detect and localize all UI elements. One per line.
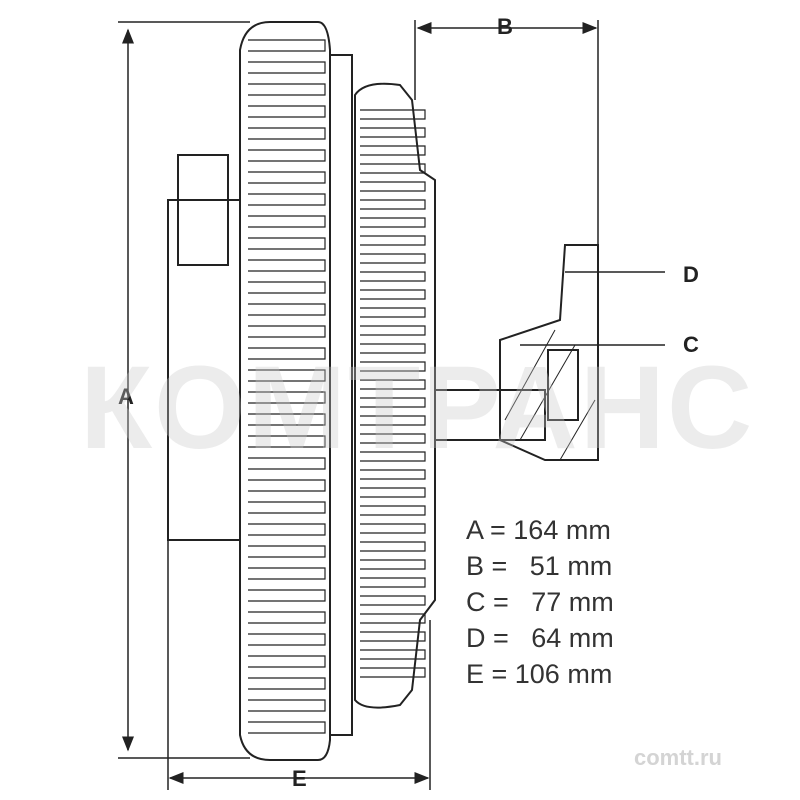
fin xyxy=(360,577,426,588)
fin xyxy=(248,523,326,536)
fin xyxy=(248,193,326,206)
fin xyxy=(360,451,426,462)
fin xyxy=(360,433,426,444)
fin xyxy=(248,633,326,646)
fin xyxy=(360,613,426,624)
fin xyxy=(248,413,326,426)
fin xyxy=(248,391,326,404)
spec-a: A = 164 mm xyxy=(466,515,611,545)
fin xyxy=(248,347,326,360)
fin xyxy=(248,325,326,338)
label-a: A xyxy=(118,384,134,409)
plate xyxy=(329,54,353,736)
spec-b: B = 51 mm xyxy=(466,551,613,581)
dimension-lines xyxy=(118,20,665,790)
fin xyxy=(248,171,326,184)
fin xyxy=(248,699,326,712)
fin xyxy=(360,127,426,138)
label-c: C xyxy=(683,332,699,357)
fin xyxy=(248,303,326,316)
fin xyxy=(248,39,326,52)
fin xyxy=(248,567,326,580)
fin xyxy=(360,415,426,426)
fin xyxy=(360,289,426,300)
fin xyxy=(248,721,326,734)
fin xyxy=(360,181,426,192)
fin xyxy=(360,541,426,552)
fin xyxy=(248,215,326,228)
fin xyxy=(248,83,326,96)
spec-e: E = 106 mm xyxy=(466,659,613,689)
fin xyxy=(248,435,326,448)
spec-d: D = 64 mm xyxy=(466,623,614,653)
fin xyxy=(360,379,426,390)
fin xyxy=(360,307,426,318)
fin xyxy=(360,631,426,642)
fin xyxy=(248,655,326,668)
fin xyxy=(360,595,426,606)
fin xyxy=(248,149,326,162)
fin xyxy=(248,105,326,118)
fin xyxy=(248,281,326,294)
label-b: B xyxy=(497,14,513,39)
fin xyxy=(360,343,426,354)
fin xyxy=(248,589,326,602)
fin xyxy=(248,61,326,74)
fin xyxy=(248,611,326,624)
fin xyxy=(248,369,326,382)
fin xyxy=(360,667,426,678)
fin xyxy=(248,545,326,558)
fin xyxy=(360,217,426,228)
rear-body xyxy=(354,82,436,709)
fin xyxy=(360,469,426,480)
watermark: КОМТРАНС xyxy=(80,342,755,474)
finned-disk xyxy=(239,21,331,761)
spec-c: C = 77 mm xyxy=(466,587,614,617)
fin xyxy=(360,235,426,246)
fin xyxy=(360,361,426,372)
label-e: E xyxy=(292,766,307,791)
fin xyxy=(248,479,326,492)
fin xyxy=(360,397,426,408)
fin xyxy=(248,457,326,470)
fin xyxy=(248,259,326,272)
fin xyxy=(360,523,426,534)
fin xyxy=(360,271,426,282)
site-watermark: comtt.ru xyxy=(634,745,722,770)
fin xyxy=(360,109,426,120)
fin xyxy=(248,677,326,690)
fin xyxy=(360,487,426,498)
dimension-specs: A = 164 mm B = 51 mm C = 77 mm D = 64 mm… xyxy=(466,512,614,692)
fin xyxy=(360,163,426,174)
fin xyxy=(360,505,426,516)
fin xyxy=(360,649,426,660)
fin xyxy=(360,253,426,264)
fin xyxy=(248,501,326,514)
fin xyxy=(360,325,426,336)
fin xyxy=(248,237,326,250)
fin xyxy=(360,559,426,570)
fin xyxy=(360,145,426,156)
fin xyxy=(248,127,326,140)
fin xyxy=(360,199,426,210)
label-d: D xyxy=(683,262,699,287)
